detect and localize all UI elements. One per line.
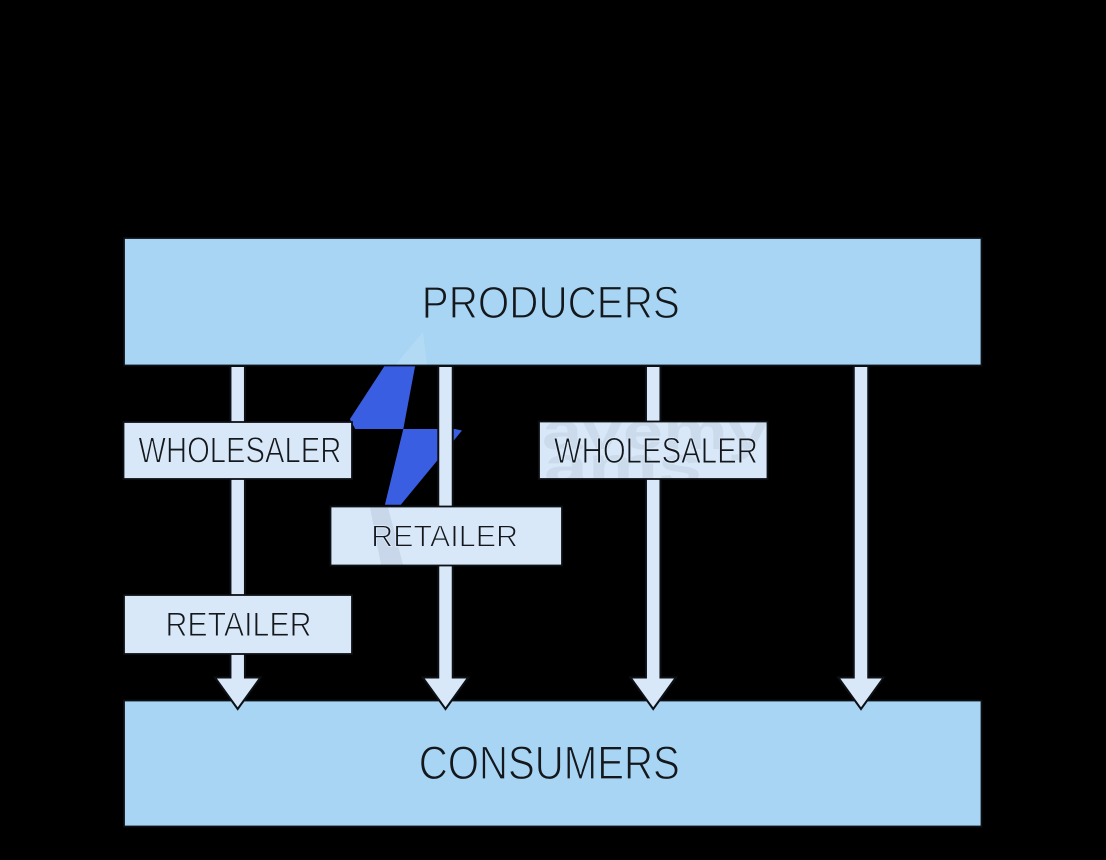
svg-text:RETAILER: RETAILER — [371, 519, 518, 554]
svg-text:RETAILER: RETAILER — [166, 606, 312, 644]
svg-text:avemy: avemy — [542, 403, 768, 461]
svg-text:CONSUMERS: CONSUMERS — [419, 737, 680, 790]
svg-text:PRODUCERS: PRODUCERS — [422, 277, 680, 328]
svg-text:WHOLESALER: WHOLESALER — [554, 430, 758, 471]
svg-text:ams: ams — [544, 437, 702, 495]
svg-text:WHOLESALER: WHOLESALER — [138, 430, 341, 471]
